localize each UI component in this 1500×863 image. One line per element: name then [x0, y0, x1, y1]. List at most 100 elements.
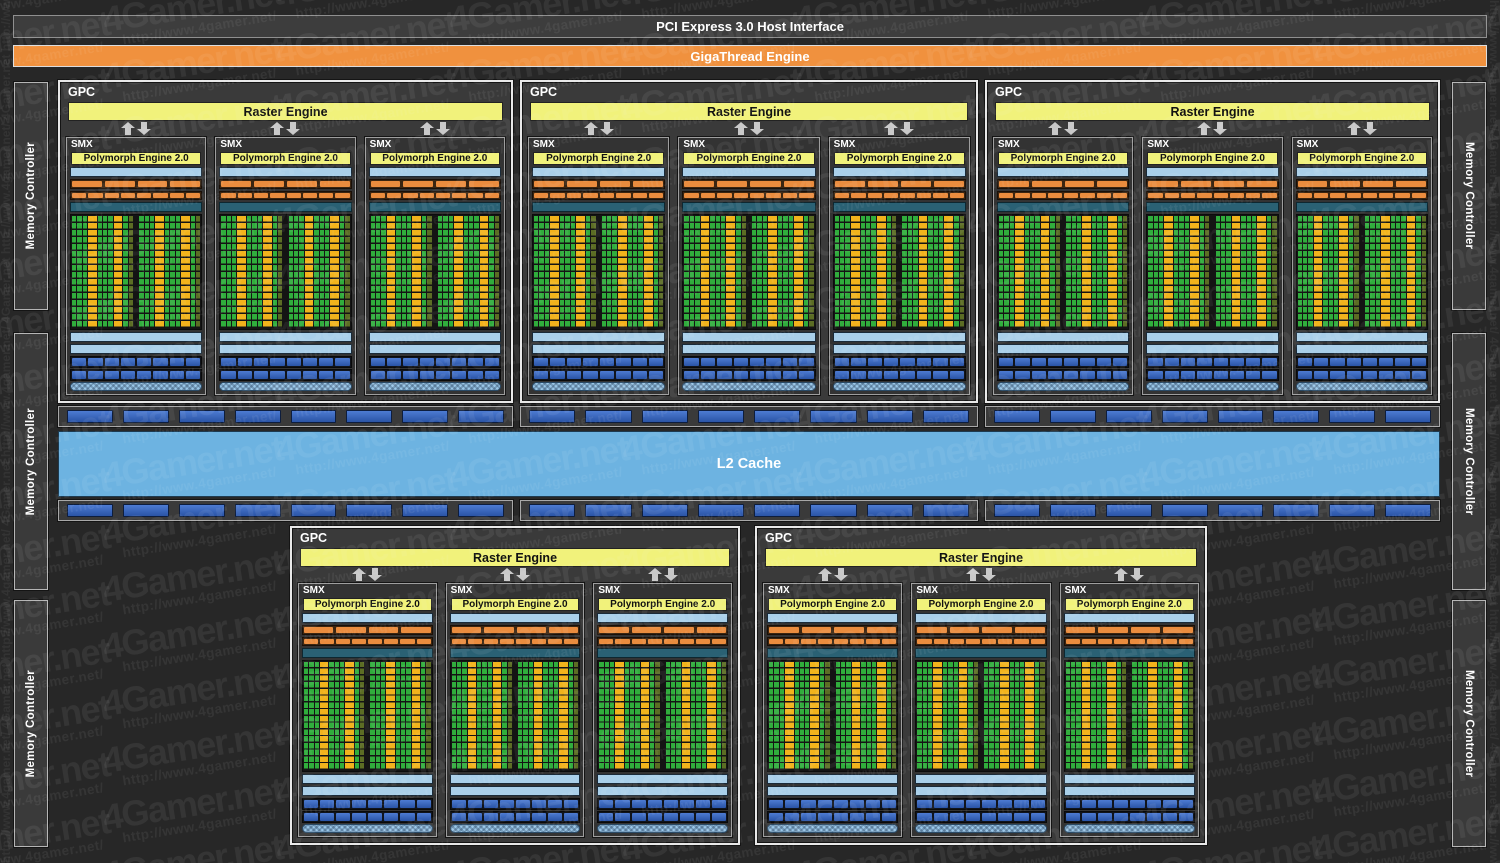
texture-unit-row	[915, 811, 1047, 823]
shared-memory-bar	[682, 344, 816, 354]
texture-unit-segment	[1081, 813, 1096, 821]
core-column-green	[1241, 216, 1246, 328]
core-column-green	[794, 662, 799, 770]
core-column-green	[840, 216, 845, 328]
core-column-green	[871, 662, 877, 770]
core-column-olive	[809, 216, 814, 328]
core-grid-half	[1065, 662, 1127, 770]
dispatch-unit-row	[1063, 637, 1195, 646]
warp-scheduler-segment	[1181, 181, 1211, 187]
texture-unit-segment	[949, 800, 964, 808]
crossbar-segment-bar	[985, 500, 1440, 521]
core-grid-half	[1364, 216, 1426, 328]
texture-unit-segment	[137, 371, 152, 379]
crossbar-segment	[754, 410, 801, 423]
core-column-green	[638, 216, 643, 328]
updown-arrows-icon	[763, 568, 902, 581]
texture-unit-segment	[695, 813, 710, 821]
core-column-green	[299, 216, 304, 328]
dispatch-unit-segment	[452, 193, 467, 198]
core-column-olive	[1354, 216, 1359, 328]
watermark-big-text: 4Gamer.net	[99, 769, 286, 838]
core-column-olive	[360, 662, 365, 770]
warp-scheduler-row	[449, 625, 581, 635]
core-column-green	[544, 216, 550, 328]
dispatch-unit-segment	[186, 193, 201, 198]
core-grid	[1063, 660, 1195, 772]
warp-scheduler-segment	[1213, 181, 1244, 187]
core-column-yellow	[944, 216, 954, 328]
texture-unit-segment	[616, 371, 631, 379]
core-column-green	[1364, 216, 1370, 328]
core-column-green	[803, 216, 809, 328]
smx-label: SMX	[833, 139, 856, 150]
l1-cache-bar	[915, 774, 1047, 784]
crossbar-segment	[346, 410, 393, 423]
texture-unit-segment	[1014, 813, 1029, 821]
texture-unit-segment	[648, 358, 664, 366]
shared-memory-bar	[1063, 786, 1195, 796]
dispatch-unit-segment	[583, 193, 598, 198]
core-column-green	[777, 216, 783, 328]
shared-memory-bar	[70, 344, 203, 354]
dispatch-unit-segment	[998, 639, 1013, 644]
warp-scheduler-row	[767, 625, 899, 635]
core-column-yellow	[1107, 216, 1117, 328]
core-grid	[767, 660, 899, 772]
core-column-green	[866, 216, 871, 328]
arrow-row	[298, 567, 732, 582]
core-column-green	[354, 662, 360, 770]
texture-unit-segment	[400, 813, 415, 821]
texture-unit-segment	[452, 358, 467, 366]
core-column-green	[1020, 662, 1025, 770]
polymorph-engine-bar: Polymorph Engine 2.0	[450, 598, 580, 611]
core-column-green	[757, 216, 762, 328]
texture-unit-segment	[631, 813, 646, 821]
texture-unit-segment	[933, 813, 948, 821]
dispatch-unit-row	[532, 191, 666, 200]
core-column-yellow	[467, 662, 477, 770]
texture-unit-segment	[319, 358, 334, 366]
crossbar-segment	[458, 410, 504, 423]
texture-unit-segment	[998, 813, 1013, 821]
core-column-green	[1065, 662, 1070, 770]
warp-scheduler-segment	[451, 627, 482, 633]
dispatch-unit-row	[70, 191, 203, 200]
warp-scheduler-segment	[221, 181, 252, 187]
core-column-olive	[507, 662, 513, 770]
core-grid	[449, 660, 581, 772]
texture-unit-segment	[851, 371, 866, 379]
texture-unit-row	[532, 369, 666, 381]
crossbar-segment	[458, 504, 504, 517]
dispatch-unit-segment	[632, 193, 647, 198]
core-column-olive	[892, 662, 897, 770]
memory-controller-label: Memory Controller	[1463, 669, 1475, 778]
dispatch-unit-segment	[769, 639, 784, 644]
core-column-olive	[1205, 216, 1210, 328]
dispatch-unit-segment	[817, 639, 832, 644]
texture-unit-segment	[684, 371, 699, 379]
core-column-green	[401, 662, 406, 770]
texture-unit-row	[767, 811, 899, 823]
core-column-green	[396, 216, 401, 328]
warp-scheduler-segment	[600, 181, 631, 187]
crossbar-segment	[1273, 410, 1320, 423]
core-column-green	[1266, 216, 1272, 328]
watermark-big-text: 4Gamer.net	[99, 598, 286, 667]
core-column-green	[1163, 662, 1168, 770]
texture-unit-segment	[632, 358, 647, 366]
texture-unit-segment	[304, 800, 319, 808]
warp-scheduler-segment	[1246, 181, 1277, 187]
core-column-green	[665, 662, 670, 770]
dispatch-unit-segment	[1164, 193, 1179, 198]
dispatch-unit-segment	[916, 193, 932, 198]
raster-engine-bar: Raster Engine	[530, 102, 968, 121]
texture-unit-segment	[1030, 800, 1045, 808]
warp-scheduler-segment	[949, 627, 980, 633]
smx-label: SMX	[998, 139, 1020, 150]
texture-unit-segment	[583, 371, 598, 379]
